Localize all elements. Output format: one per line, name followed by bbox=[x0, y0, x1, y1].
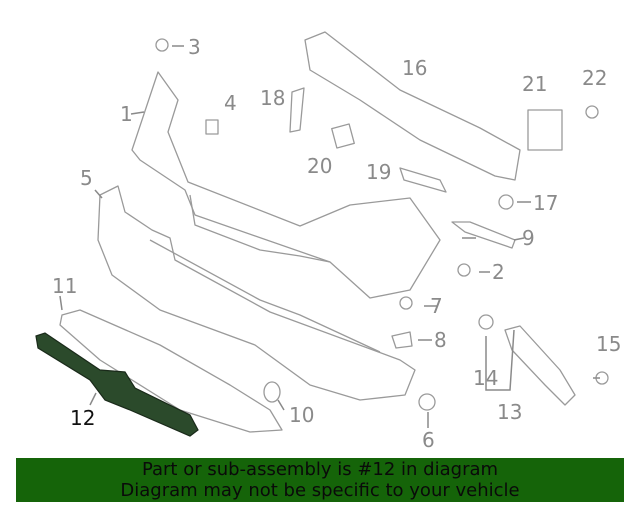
callout-20: 20 bbox=[307, 154, 332, 178]
callout-10: 10 bbox=[289, 403, 314, 427]
banner-disclaimer: Diagram may not be specific to your vehi… bbox=[120, 480, 520, 501]
part-7[interactable] bbox=[399, 296, 413, 310]
callout-17: 17 bbox=[533, 191, 558, 215]
part-9[interactable] bbox=[451, 221, 516, 249]
part-16-reinforcement[interactable] bbox=[304, 31, 521, 181]
callout-4: 4 bbox=[224, 91, 237, 115]
part-5-bumper[interactable] bbox=[97, 185, 416, 401]
part-3[interactable] bbox=[155, 38, 169, 52]
part-13[interactable] bbox=[504, 325, 576, 406]
callout-18: 18 bbox=[260, 86, 285, 110]
callout-14: 14 bbox=[473, 366, 498, 390]
callout-19: 19 bbox=[366, 160, 391, 184]
banner-part-note: Part or sub-assembly is #12 in diagram bbox=[141, 459, 499, 480]
callout-13: 13 bbox=[497, 400, 522, 424]
callout-1: 1 bbox=[120, 102, 133, 126]
part-19[interactable] bbox=[399, 167, 447, 193]
callout-7: 7 bbox=[430, 294, 443, 318]
part-21-bracket[interactable] bbox=[527, 109, 563, 151]
part-12-grille[interactable] bbox=[35, 332, 199, 437]
part-2[interactable] bbox=[457, 263, 471, 277]
part-1-upper-cover[interactable] bbox=[131, 71, 441, 299]
part-4[interactable] bbox=[205, 119, 219, 135]
callout-21: 21 bbox=[522, 72, 547, 96]
part-14[interactable] bbox=[478, 314, 494, 330]
callout-8: 8 bbox=[434, 328, 447, 352]
callout-15: 15 bbox=[596, 332, 621, 356]
info-banner: Part or sub-assembly is #12 in diagram D… bbox=[16, 458, 624, 502]
part-6[interactable] bbox=[418, 393, 436, 411]
callout-2: 2 bbox=[492, 260, 505, 284]
part-8[interactable] bbox=[391, 331, 413, 349]
part-10[interactable] bbox=[263, 381, 281, 403]
callout-11: 11 bbox=[52, 274, 77, 298]
callout-5: 5 bbox=[80, 166, 93, 190]
part-22[interactable] bbox=[585, 105, 599, 119]
callout-3: 3 bbox=[188, 35, 201, 59]
part-17[interactable] bbox=[498, 194, 514, 210]
callout-12: 12 bbox=[70, 406, 95, 430]
callout-22: 22 bbox=[582, 66, 607, 90]
part-20[interactable] bbox=[331, 123, 355, 149]
callout-16: 16 bbox=[402, 56, 427, 80]
part-18[interactable] bbox=[289, 87, 305, 133]
callout-6: 6 bbox=[422, 428, 435, 452]
part-11-diffuser[interactable] bbox=[59, 309, 283, 433]
callout-9: 9 bbox=[522, 226, 535, 250]
